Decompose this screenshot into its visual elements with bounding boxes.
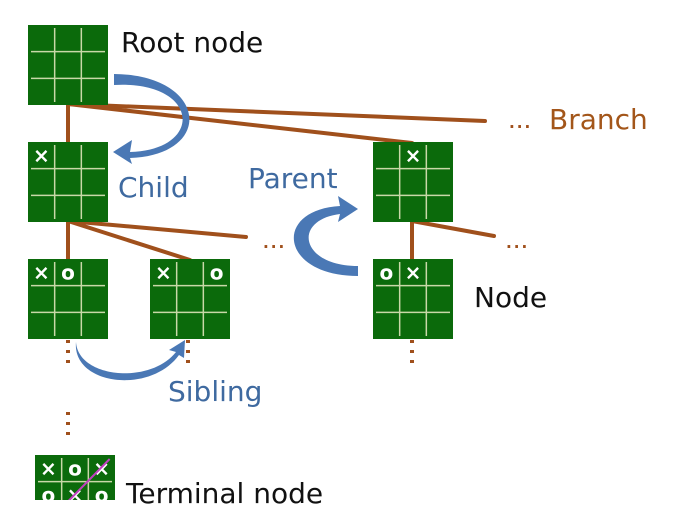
board-background xyxy=(150,259,230,339)
root-node-label: Root node xyxy=(121,26,264,59)
terminal-node-label: Terminal node xyxy=(126,477,324,510)
node-label: Node xyxy=(474,281,548,314)
edge-child-to-grandchild-2 xyxy=(66,219,192,262)
o-mark: o xyxy=(61,260,75,284)
x-mark: × xyxy=(405,260,422,284)
board-background xyxy=(28,259,108,339)
branch-label: Branch xyxy=(549,103,648,136)
edge-root-to-branch xyxy=(66,102,487,123)
board-background xyxy=(373,259,453,339)
o-mark: o xyxy=(68,456,82,480)
child-label: Child xyxy=(118,171,189,204)
sibling-arrow xyxy=(75,340,185,381)
relationship-arrows xyxy=(75,74,358,381)
winning-line xyxy=(68,458,111,500)
x-mark: × xyxy=(33,260,50,284)
board-child: × xyxy=(28,142,108,222)
tic-tac-toe-boards: ×××o×oo××o×o×o xyxy=(28,25,453,500)
x-mark: × xyxy=(67,483,84,500)
o-mark: o xyxy=(379,260,393,284)
edge-root-to-right-child xyxy=(66,102,414,145)
board-grandchild-2: ×o xyxy=(150,259,230,339)
edge-child-to-ellipsis xyxy=(66,219,248,239)
board-background xyxy=(35,455,115,500)
ellipsis-middle: ... xyxy=(262,223,285,254)
board-root xyxy=(28,25,108,105)
x-mark: × xyxy=(40,456,57,480)
x-mark: × xyxy=(405,143,422,167)
sibling-label: Sibling xyxy=(168,375,263,408)
tree-edges xyxy=(66,102,496,262)
x-mark: × xyxy=(155,260,172,284)
o-mark: o xyxy=(95,483,109,500)
parent-label: Parent xyxy=(248,162,338,195)
o-mark: o xyxy=(41,483,55,500)
ellipsis-branch: ... xyxy=(508,103,531,134)
board-background xyxy=(373,142,453,222)
board-right-grandchild: o× xyxy=(373,259,453,339)
x-mark: × xyxy=(33,143,50,167)
child-arrow xyxy=(113,74,190,164)
ellipsis-right: ... xyxy=(505,223,528,254)
board-background xyxy=(28,142,108,222)
board-terminal: ×o×o×o xyxy=(35,455,115,500)
board-right-child: × xyxy=(373,142,453,222)
board-grandchild-1: ×o xyxy=(28,259,108,339)
o-mark: o xyxy=(210,260,224,284)
parent-arrow xyxy=(293,196,358,276)
edge-right-child-to-ellipsis xyxy=(410,219,496,238)
board-background xyxy=(28,25,108,105)
